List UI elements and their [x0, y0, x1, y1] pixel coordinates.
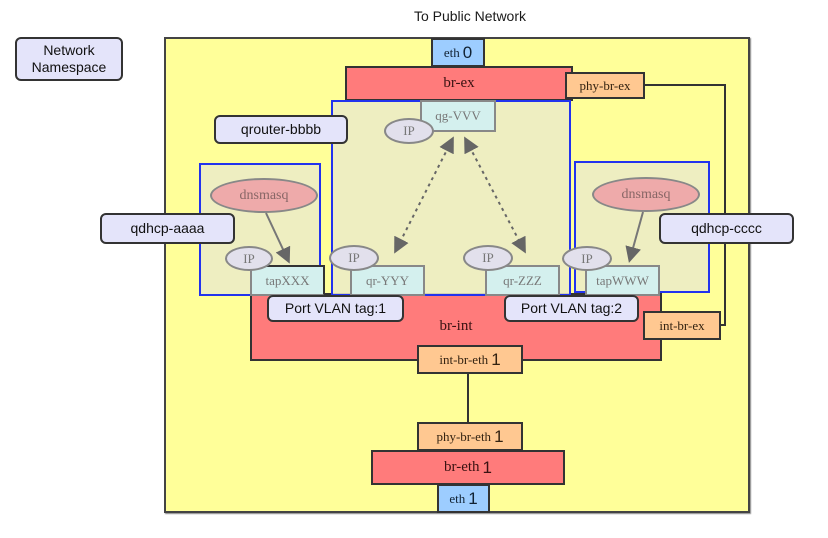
int-br-ex-port[interactable]: int-br-ex [643, 311, 721, 340]
tap-left-port[interactable]: tapXXX [250, 265, 325, 296]
tap-right-port[interactable]: tapWWW [585, 265, 660, 296]
int-br-eth1-num: 1 [491, 349, 501, 369]
vlan-tag-right-label: Port VLAN tag:2 [520, 300, 623, 316]
qrouter-namespace-label: qrouter-bbbb [214, 115, 348, 144]
qr-right-label: qr-ZZZ [503, 272, 542, 288]
qr-left-ip-ellipse: IP [329, 245, 379, 271]
qr-left-ip-label: IP [348, 250, 360, 265]
dnsmasq-right-ellipse[interactable]: dnsmasq [592, 177, 700, 212]
vlan-tag-left-label: Port VLAN tag:1 [284, 300, 387, 316]
tap-right-ip-ellipse: IP [562, 246, 612, 271]
qg-ip-label: IP [403, 123, 415, 138]
br-eth1-num: 1 [482, 457, 492, 477]
eth1-prefix: eth [449, 490, 466, 506]
qrouter-namespace-text: qrouter-bbbb [240, 121, 322, 137]
qdhcp-right-namespace-text: qdhcp-cccc [691, 220, 762, 236]
qr-left-label: qr-YYY [365, 272, 410, 288]
eth1-num: 1 [468, 488, 478, 508]
dnsmasq-left-label: dnsmasq [239, 187, 289, 203]
phy-br-eth1-num: 1 [494, 426, 504, 446]
tap-left-ip-ellipse: IP [225, 246, 273, 271]
tap-left-label: tapXXX [265, 272, 310, 288]
tap-left-ip-label: IP [243, 250, 255, 266]
br-int-label: br-int [439, 317, 473, 334]
int-br-eth1-prefix: int-br-eth [439, 351, 489, 367]
int-br-ex-label: int-br-ex [659, 317, 705, 333]
dnsmasq-left-ellipse[interactable]: dnsmasq [210, 178, 318, 213]
eth0-prefix: eth [443, 44, 460, 60]
dnsmasq-right-label: dnsmasq [621, 186, 671, 202]
br-eth1-prefix: br-eth [444, 459, 480, 475]
vlan-tag-right: Port VLAN tag:2 [504, 295, 639, 322]
legend-network-namespace: Network Namespace [15, 37, 123, 81]
qr-right-ip-label: IP [482, 250, 494, 265]
qg-ip-ellipse: IP [384, 118, 434, 144]
qdhcp-right-namespace-label: qdhcp-cccc [659, 213, 794, 244]
phy-br-ex-port[interactable]: phy-br-ex [565, 72, 645, 99]
diagram-title: To Public Network [413, 8, 527, 24]
vlan-tag-left: Port VLAN tag:1 [267, 295, 404, 322]
qdhcp-left-namespace-label: qdhcp-aaaa [100, 213, 235, 244]
br-ex-bridge[interactable]: br-ex [345, 66, 573, 101]
qdhcp-left-namespace-text: qdhcp-aaaa [130, 220, 205, 236]
tap-right-label: tapWWW [596, 272, 649, 288]
eth0-num: 0 [462, 42, 473, 62]
qr-right-ip-ellipse: IP [463, 245, 513, 271]
br-ex-label: br-ex [443, 75, 475, 91]
tap-right-ip-label: IP [581, 250, 593, 266]
phy-br-ex-label: phy-br-ex [579, 77, 631, 93]
phy-br-eth1-prefix: phy-br-eth [436, 428, 492, 444]
qg-label: qg-VVV [435, 108, 481, 123]
